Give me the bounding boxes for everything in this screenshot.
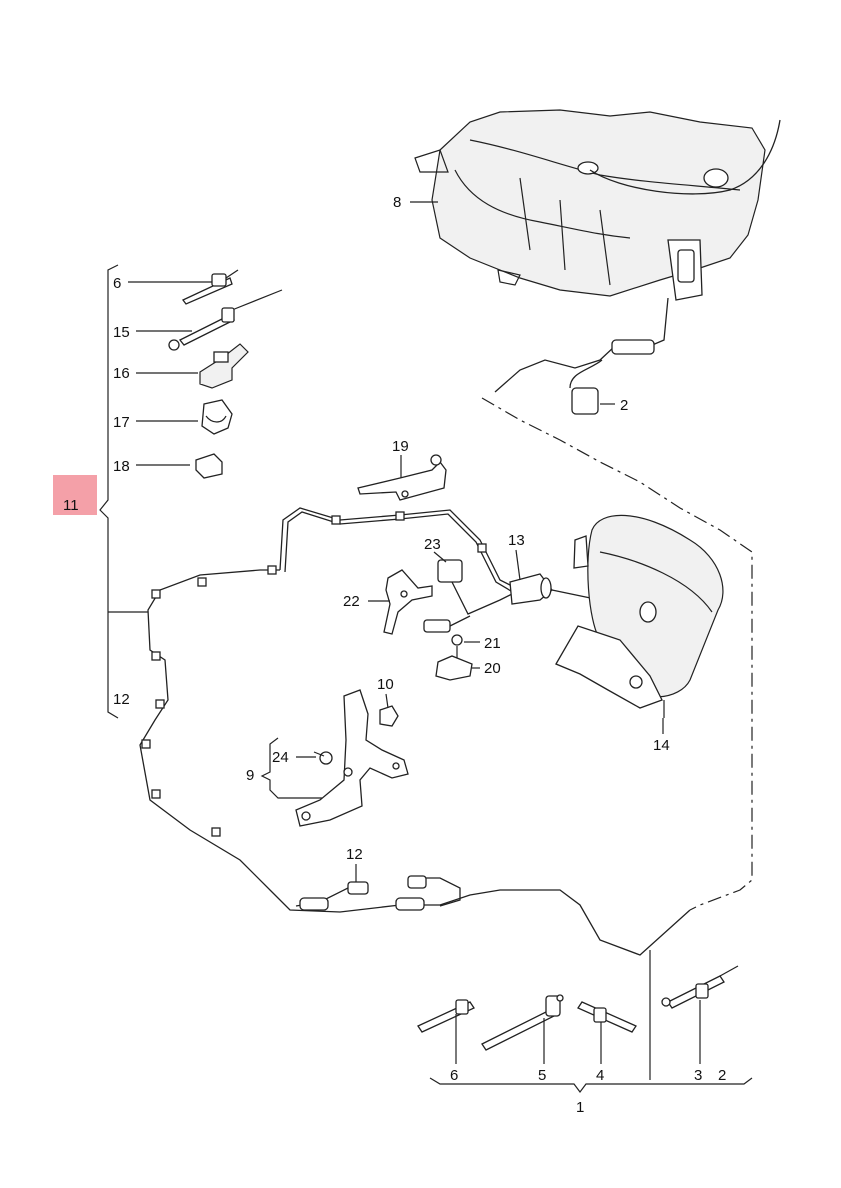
- label-20: 20: [484, 660, 501, 677]
- holder-18-part[interactable]: [195, 453, 223, 479]
- label-9: 9: [246, 767, 254, 784]
- group-11-bracket: [99, 264, 148, 719]
- leader-13: [515, 549, 521, 581]
- group-9-bracket: [260, 737, 322, 799]
- filter-14-part[interactable]: [555, 514, 724, 718]
- sensor-12-part[interactable]: [295, 875, 461, 911]
- label-2-bottom: 2: [718, 1067, 726, 1084]
- connector-2-part[interactable]: [494, 297, 669, 415]
- cable-tie-6-bottom-part[interactable]: [417, 999, 475, 1033]
- holder-20-part[interactable]: [435, 655, 473, 681]
- label-17: 17: [113, 414, 130, 431]
- label-2-top: 2: [620, 397, 628, 414]
- label-23: 23: [424, 536, 441, 553]
- label-10: 10: [377, 676, 394, 693]
- bracket-19-part[interactable]: [357, 454, 447, 501]
- part-labels: 8 2 6 15 16 17 18 11 12 19 23 13 22 21 2…: [63, 194, 726, 1116]
- bracket-9-part[interactable]: [295, 689, 409, 827]
- bolt-24-part[interactable]: [313, 751, 333, 765]
- leader-10: [385, 693, 389, 709]
- label-11: 11: [63, 497, 79, 514]
- label-8: 8: [393, 194, 401, 211]
- label-14: 14: [653, 737, 670, 754]
- clip-15-part[interactable]: [168, 289, 283, 351]
- clamp-17-part[interactable]: [201, 399, 233, 435]
- label-21: 21: [484, 635, 501, 652]
- label-12-left: 12: [113, 691, 130, 708]
- label-6-bottom: 6: [450, 1067, 458, 1084]
- bracket-22-part[interactable]: [383, 569, 433, 635]
- label-13: 13: [508, 532, 525, 549]
- label-19: 19: [392, 438, 409, 455]
- label-1: 1: [576, 1099, 584, 1116]
- bolt-21-part[interactable]: [451, 634, 463, 664]
- label-15: 15: [113, 324, 130, 341]
- label-18: 18: [113, 458, 130, 475]
- dashed-boundary-line: [481, 397, 753, 911]
- cable-tie-4-part[interactable]: [577, 1001, 637, 1033]
- sensor-23-part[interactable]: [423, 559, 521, 633]
- nut-10-part[interactable]: [379, 705, 399, 727]
- label-16: 16: [113, 365, 130, 382]
- label-4: 4: [596, 1067, 604, 1084]
- label-24: 24: [272, 749, 289, 766]
- label-12-lower: 12: [346, 846, 363, 863]
- label-6-left: 6: [113, 275, 121, 292]
- leader-23: [433, 551, 447, 563]
- cable-tie-3-part[interactable]: [661, 965, 739, 1009]
- cable-tie-6-part[interactable]: [182, 269, 239, 305]
- label-5: 5: [538, 1067, 546, 1084]
- label-22: 22: [343, 593, 360, 610]
- highlight-box-11[interactable]: [53, 475, 97, 515]
- cable-tie-5-part[interactable]: [481, 994, 564, 1051]
- label-3: 3: [694, 1067, 702, 1084]
- tank-part[interactable]: [414, 109, 781, 301]
- harness-clips: [141, 511, 487, 837]
- group-1-bracket: [429, 1077, 753, 1093]
- holder-16-part[interactable]: [199, 343, 249, 389]
